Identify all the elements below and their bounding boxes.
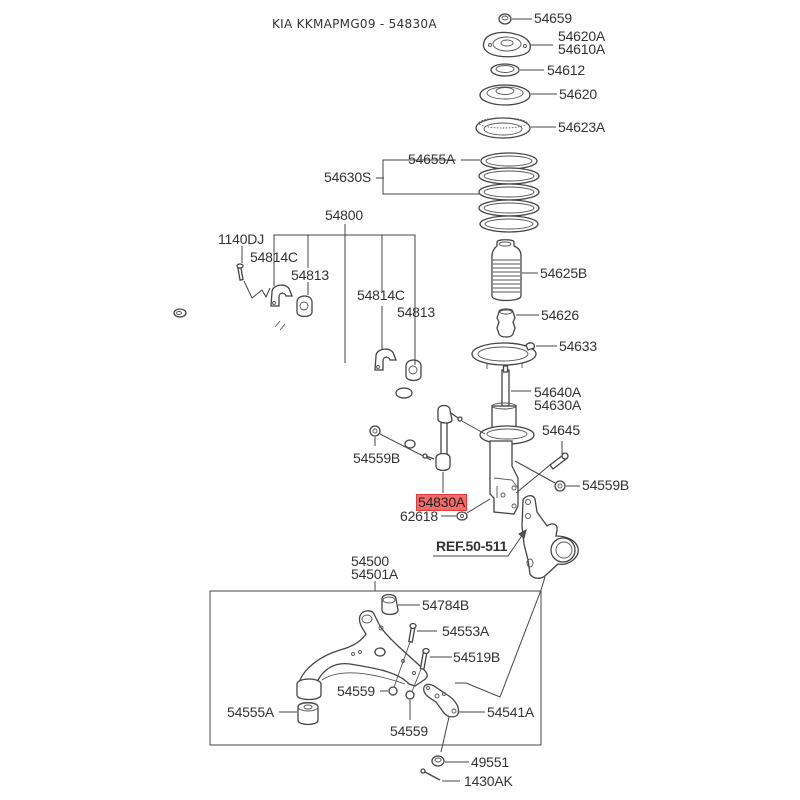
- bracket-54814C-right[interactable]: [374, 348, 397, 371]
- nut-54659[interactable]: [498, 13, 512, 25]
- ball-joint-54541A[interactable]: [423, 683, 460, 718]
- part-label-54559B-right[interactable]: 54559B: [582, 477, 630, 493]
- part-label-54626[interactable]: 54626: [541, 307, 579, 323]
- cotter-pin-1430AK[interactable]: [420, 768, 441, 781]
- spring-seat-54620[interactable]: [479, 84, 531, 106]
- bolt-54553A[interactable]: [408, 622, 417, 643]
- bolt-1140DJ[interactable]: [236, 263, 244, 281]
- part-label-54784B[interactable]: 54784B: [422, 597, 470, 613]
- part-label-54500[interactable]: 54500: [351, 553, 389, 569]
- spring-pad-54633[interactable]: [471, 342, 537, 369]
- part-label-62618[interactable]: 62618: [400, 508, 438, 524]
- part-label-54630S[interactable]: 54630S: [324, 169, 372, 185]
- part-label-54630A[interactable]: 54630A: [534, 397, 582, 413]
- bushing-54784B[interactable]: [381, 593, 399, 616]
- bracket-54814C-left[interactable]: [270, 284, 293, 307]
- part-label-54620[interactable]: 54620: [559, 86, 597, 102]
- bearing-54612[interactable]: [490, 63, 520, 77]
- part-label-54655A[interactable]: 54655A: [408, 151, 456, 167]
- part-label-54814C-left[interactable]: 54814C: [250, 249, 298, 265]
- bolt-54519B[interactable]: [419, 647, 430, 670]
- part-label-54610A[interactable]: 54610A: [558, 41, 606, 57]
- part-label-54620A[interactable]: 54620A: [558, 28, 606, 44]
- lower-control-arm[interactable]: [296, 610, 428, 701]
- strut-mount-54620A[interactable]: [482, 31, 531, 58]
- nut-54559B-right[interactable]: [554, 480, 566, 492]
- stabilizer-link-54830A[interactable]: [422, 404, 463, 472]
- part-label-54559-1[interactable]: 54559: [337, 683, 375, 699]
- part-label-54612[interactable]: 54612: [547, 62, 585, 78]
- part-label-54555A[interactable]: 54555A: [227, 704, 275, 720]
- part-label-54659[interactable]: 54659: [534, 10, 572, 26]
- bolt-54645[interactable]: [549, 452, 569, 470]
- part-label-54541A[interactable]: 54541A: [487, 704, 535, 720]
- strut-54640A[interactable]: [479, 365, 535, 515]
- part-label-54625B[interactable]: 54625B: [540, 265, 588, 281]
- nut-54559B-left[interactable]: [369, 425, 381, 437]
- bump-stopper-54626[interactable]: [496, 308, 516, 338]
- part-label-1140DJ[interactable]: 1140DJ: [218, 231, 265, 247]
- coil-spring-54655A[interactable]: [478, 152, 540, 233]
- nut-54559-1[interactable]: [388, 686, 398, 696]
- part-label-54814C-right[interactable]: 54814C: [357, 287, 405, 303]
- insulator-54623A[interactable]: [475, 117, 531, 139]
- reference-label[interactable]: REF.50-511: [436, 538, 508, 554]
- part-label-49551[interactable]: 49551: [471, 754, 509, 770]
- part-label-54640A[interactable]: 54640A: [534, 384, 582, 400]
- nut-54559-2[interactable]: [405, 690, 415, 700]
- page-title: KIA KKMAPMG09 - 54830A: [272, 17, 437, 31]
- bushing-54813-right[interactable]: [405, 359, 422, 382]
- part-label-54519B[interactable]: 54519B: [453, 649, 501, 665]
- stabilizer-bar-54800[interactable]: [173, 304, 416, 449]
- bushing-54813-left[interactable]: [296, 295, 313, 318]
- part-label-54830A-highlighted[interactable]: 54830A: [416, 494, 468, 511]
- bushing-54555A[interactable]: [297, 701, 319, 726]
- part-label-54559-2[interactable]: 54559: [390, 723, 428, 739]
- part-label-54645[interactable]: 54645: [542, 422, 580, 438]
- part-label-54633[interactable]: 54633: [559, 338, 597, 354]
- part-label-54813-left[interactable]: 54813: [291, 267, 329, 283]
- steering-knuckle[interactable]: [521, 495, 579, 579]
- part-label-54813-right[interactable]: 54813: [397, 304, 435, 320]
- part-label-1430AK[interactable]: 1430AK: [464, 773, 513, 789]
- dust-boot-54625B[interactable]: [491, 239, 522, 302]
- part-label-54501A[interactable]: 54501A: [351, 566, 399, 582]
- part-label-54559B-left[interactable]: 54559B: [353, 450, 401, 466]
- part-label-54623A[interactable]: 54623A: [558, 119, 606, 135]
- part-label-54800[interactable]: 54800: [325, 207, 363, 223]
- nut-49551[interactable]: [431, 755, 445, 767]
- part-label-54553A[interactable]: 54553A: [442, 623, 490, 639]
- nut-62618[interactable]: [456, 511, 468, 521]
